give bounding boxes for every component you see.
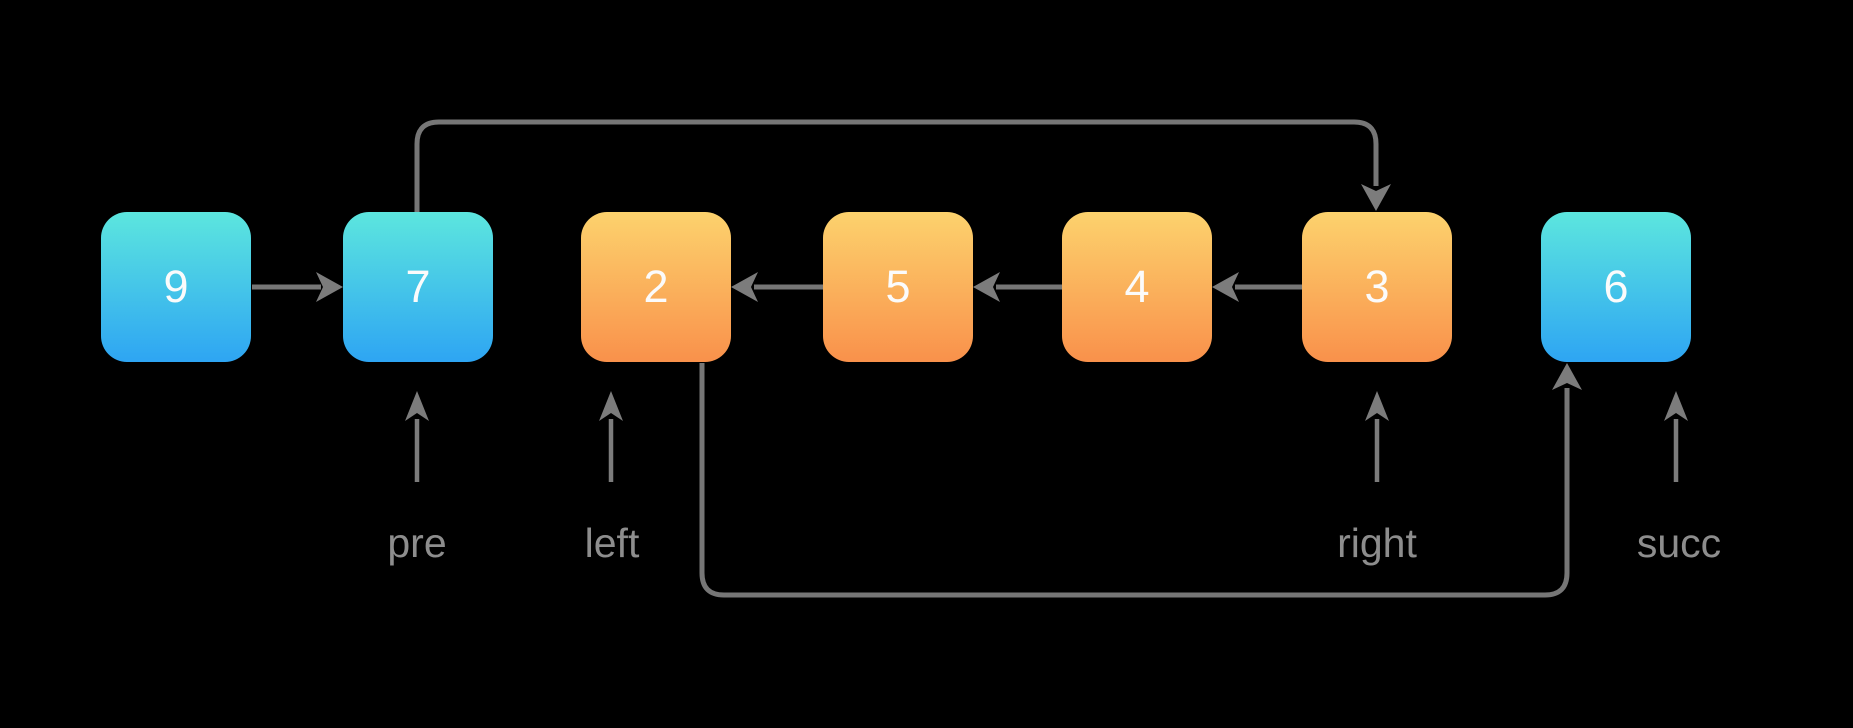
edge-5-to-2 [731,272,823,302]
node-value: 6 [1603,261,1629,312]
pointer-label-left: left [584,520,640,566]
edge-2-to-6-bottom-connector [699,363,1582,598]
node-value: 2 [643,261,669,312]
node-value: 7 [405,261,431,312]
list-node-2: 2 [581,212,731,362]
list-node-3: 3 [1302,212,1452,362]
pointer-arrow-succ [1664,391,1688,482]
node-value: 3 [1364,261,1390,312]
list-node-9: 9 [101,212,251,362]
pointer-label-succ: succ [1636,520,1722,566]
arrow-left-icon [731,272,758,302]
pointer-arrow-left [599,391,623,482]
edge-7-to-3-top-connector [414,119,1391,212]
arrow-left-icon [973,272,1000,302]
node-value: 4 [1124,261,1150,312]
arrow-up-icon [405,391,429,421]
arrow-up-icon [1552,363,1582,390]
pointer-arrow-pre [405,391,429,482]
list-node-6: 6 [1541,212,1691,362]
node-value: 9 [163,261,189,312]
arrow-right-icon [316,272,343,302]
arrow-up-icon [599,391,623,421]
list-node-7: 7 [343,212,493,362]
edge-9-to-7 [252,272,343,302]
arrow-up-icon [1664,391,1688,421]
list-node-4: 4 [1062,212,1212,362]
arrow-left-icon [1212,272,1239,302]
list-node-5: 5 [823,212,973,362]
pointer-label-pre: pre [387,520,447,566]
edge-4-to-5 [973,272,1062,302]
edge-3-to-4 [1212,272,1302,302]
pointer-label-right: right [1337,520,1417,566]
pointer-arrow-right [1365,391,1389,482]
node-value: 5 [885,261,911,312]
arrow-up-icon [1365,391,1389,421]
arrow-down-icon [1361,184,1391,211]
